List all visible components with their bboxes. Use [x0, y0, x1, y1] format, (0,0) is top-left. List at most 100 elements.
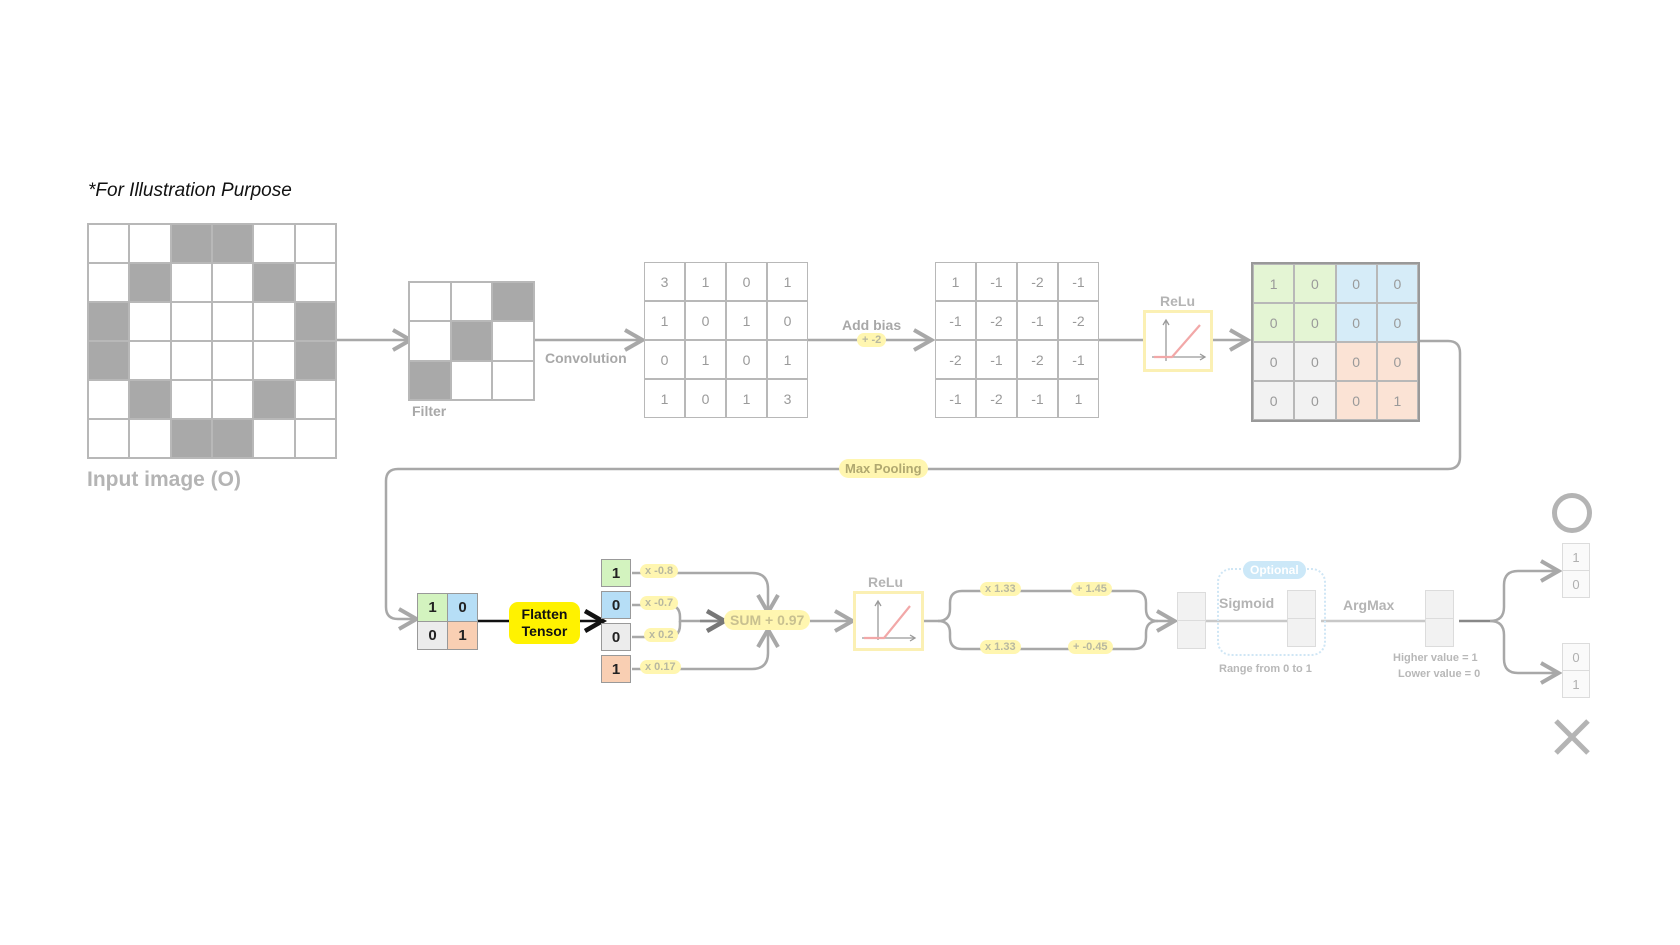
conv-cell-0-0: 3 — [644, 262, 685, 301]
relu-cell-0-2: 0 — [1335, 264, 1377, 303]
output-top-wire — [1489, 559, 1563, 623]
conv-cell-3-1: 0 — [685, 379, 726, 418]
relu-cell-1-2: 0 — [1335, 303, 1377, 342]
branch-bottom-bias: + -0.45 — [1068, 640, 1113, 654]
weight-label-2: x -0.7 — [640, 596, 679, 610]
flatten-line-2: Tensor — [521, 623, 568, 639]
relu-cell-2-1: 0 — [1294, 342, 1336, 381]
relu-cell-1-1: 0 — [1294, 303, 1336, 342]
flat-cell-1: 1 — [601, 559, 631, 587]
input-pixel-4-0 — [88, 380, 130, 419]
conv-cell-2-3: 1 — [767, 340, 808, 379]
branch-bottom-weight: x 1.33 — [980, 640, 1021, 654]
add-bias-label: Add bias — [842, 317, 902, 333]
relu-cell-1-0: 0 — [1253, 303, 1295, 342]
argmax-cell-bottom — [1425, 618, 1454, 647]
input-pixel-3-2 — [170, 341, 212, 380]
input-pixel-1-1 — [129, 263, 171, 302]
pooled-cell-2: 0 — [447, 593, 478, 622]
biased-cell-3-0: -1 — [935, 379, 976, 418]
bias-value: + -2 — [857, 333, 887, 347]
input-pixel-1-4 — [253, 263, 295, 302]
input-pixel-5-5 — [294, 419, 336, 458]
max-pooling-label: Max Pooling — [839, 459, 928, 478]
input-pixel-2-3 — [211, 302, 254, 341]
logit-cell-top — [1177, 592, 1206, 621]
input-pixel-5-2 — [170, 419, 212, 458]
relu-label-1: ReLu — [1160, 293, 1195, 309]
weight-wire-4 — [632, 625, 780, 671]
conv-cell-1-2: 1 — [726, 301, 767, 340]
conv-cell-2-0: 0 — [644, 340, 685, 379]
relu-cell-0-1: 0 — [1294, 264, 1336, 303]
input-pixel-2-0 — [88, 302, 130, 341]
relu-cell-0-3: 0 — [1376, 264, 1418, 303]
conv-cell-1-0: 1 — [644, 301, 685, 340]
biased-cell-1-1: -2 — [976, 301, 1017, 340]
biased-cell-2-3: -1 — [1058, 340, 1099, 379]
conv-cell-3-0: 1 — [644, 379, 685, 418]
conv-cell-3-3: 3 — [767, 379, 808, 418]
input-pixel-3-1 — [129, 341, 171, 380]
output-bottom-1: 0 — [1562, 643, 1590, 671]
biased-cell-3-1: -2 — [976, 379, 1017, 418]
input-pixel-2-2 — [170, 302, 212, 341]
biased-cell-3-3: 1 — [1058, 379, 1099, 418]
input-pixel-5-4 — [253, 419, 295, 458]
relu-cell-2-2: 0 — [1335, 342, 1377, 381]
cross-icon — [1552, 717, 1592, 757]
argmax-rule-1: Higher value = 1 — [1393, 652, 1478, 664]
input-pixel-1-3 — [211, 263, 254, 302]
branch-top-wire — [924, 589, 1179, 633]
branch-top-bias: + 1.45 — [1071, 582, 1112, 596]
filter-grid — [408, 281, 535, 401]
relu-cell-3-2: 0 — [1335, 381, 1377, 420]
conv-cell-1-3: 0 — [767, 301, 808, 340]
output-bottom-2: 1 — [1562, 670, 1590, 698]
argmax-label: ArgMax — [1343, 597, 1395, 613]
input-pixel-3-4 — [253, 341, 295, 380]
conv-cell-0-1: 1 — [685, 262, 726, 301]
relu-graph-icon-2 — [853, 591, 924, 651]
filter-pixel-2-1 — [450, 360, 493, 400]
input-image-grid — [87, 223, 337, 459]
input-pixel-5-3 — [211, 419, 254, 458]
input-pixel-2-4 — [253, 302, 295, 341]
input-pixel-1-5 — [294, 263, 336, 302]
input-pixel-4-5 — [294, 380, 336, 419]
filter-pixel-1-0 — [409, 321, 451, 361]
input-pixel-2-1 — [129, 302, 171, 341]
input-pixel-0-5 — [294, 224, 336, 263]
input-pixel-5-0 — [88, 419, 130, 458]
input-image-label: Input image (O) — [87, 468, 241, 491]
relu-cell-3-0: 0 — [1253, 381, 1295, 420]
input-pixel-2-5 — [294, 302, 336, 341]
flatten-tensor-badge: Flatten Tensor — [509, 602, 580, 644]
relu-graph-icon — [1143, 310, 1213, 372]
input-pixel-3-0 — [88, 341, 130, 380]
pooled-cell-3: 0 — [417, 621, 448, 650]
convolution-label: Convolution — [545, 350, 627, 366]
input-pixel-0-1 — [129, 224, 171, 263]
input-pixel-3-3 — [211, 341, 254, 380]
conv-cell-0-2: 0 — [726, 262, 767, 301]
relu-cell-2-0: 0 — [1253, 342, 1295, 381]
biased-cell-0-1: -1 — [976, 262, 1017, 301]
relu-label-2: ReLu — [868, 574, 903, 590]
output-top-1: 1 — [1562, 543, 1590, 571]
weight-label-1: x -0.8 — [640, 564, 679, 578]
input-pixel-5-1 — [129, 419, 171, 458]
biased-cell-2-0: -2 — [935, 340, 976, 379]
relu-cell-3-3: 1 — [1376, 381, 1418, 420]
argmax-cell-top — [1425, 590, 1454, 619]
filter-pixel-1-2 — [492, 321, 534, 361]
biased-cell-2-2: -2 — [1017, 340, 1058, 379]
logit-cell-bottom — [1177, 620, 1206, 649]
input-pixel-0-2 — [170, 224, 212, 263]
relu-cell-3-1: 0 — [1294, 381, 1336, 420]
flat-cell-4: 1 — [601, 655, 631, 683]
